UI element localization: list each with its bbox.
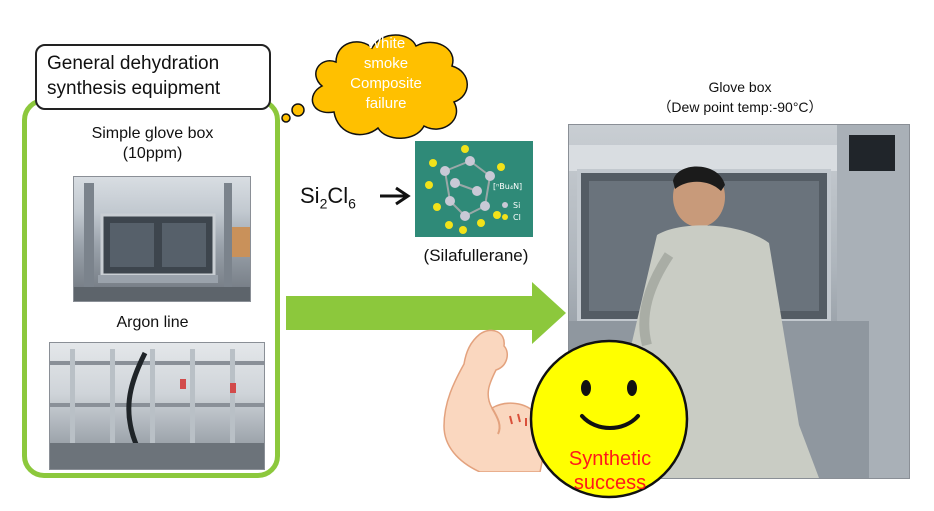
formula-cl: Cl: [327, 183, 349, 208]
silafullerane-molecule-image: [ⁿBu₄N] Si Cl: [415, 141, 533, 237]
synthetic-success-text: Synthetic success: [548, 447, 672, 495]
simple-glovebox-photo: [73, 176, 251, 302]
glovebox-subtitle: （Dew point temp:-90°C）: [657, 99, 823, 115]
bubble-line-3: Composite: [350, 75, 422, 92]
bubble-line-4: failure: [365, 95, 407, 112]
molecule-legend-si: Si: [513, 201, 520, 210]
silafullerane-caption: (Silafullerane): [423, 246, 529, 265]
simple-glovebox-caption-line-1: Simple glove box: [91, 125, 214, 142]
panel-title-line-2: synthesis equipment: [47, 78, 221, 99]
simple-glovebox-caption: Simple glove box (10ppm): [40, 124, 265, 164]
argon-line-photo: [49, 342, 265, 470]
panel-title: General dehydration synthesis equipment: [35, 44, 271, 110]
glovebox-title: Glove box: [708, 79, 772, 95]
formula-sub-6: 6: [348, 195, 356, 212]
bubble-line-2: smoke: [363, 55, 409, 72]
big-right-arrow-icon: [286, 282, 566, 344]
panel-title-line-1: General dehydration: [47, 53, 220, 74]
argon-line-drawing: [50, 349, 264, 469]
bubble-text: White smoke Composite failure: [330, 34, 442, 114]
right-arrow-icon: [380, 186, 411, 206]
molecule-drawing: [ⁿBu₄N] Si Cl: [425, 145, 522, 234]
simple-glovebox-drawing: [74, 183, 250, 301]
argon-line-caption: Argon line: [116, 314, 189, 331]
formula-si: Si: [300, 183, 320, 208]
thought-bubble: [281, 34, 468, 139]
smiley-face-icon: [529, 339, 689, 499]
success-line-2: success: [573, 472, 647, 494]
precursor-formula: Si2Cl6: [300, 183, 356, 211]
success-line-1: Synthetic: [568, 448, 652, 470]
formula-sub-2: 2: [319, 195, 328, 212]
molecule-legend-cl: Cl: [513, 213, 521, 222]
simple-glovebox-caption-line-2: (10ppm): [122, 145, 183, 162]
molecule-counter-ion: [ⁿBu₄N]: [493, 182, 522, 191]
bubble-line-1: White: [366, 35, 406, 52]
